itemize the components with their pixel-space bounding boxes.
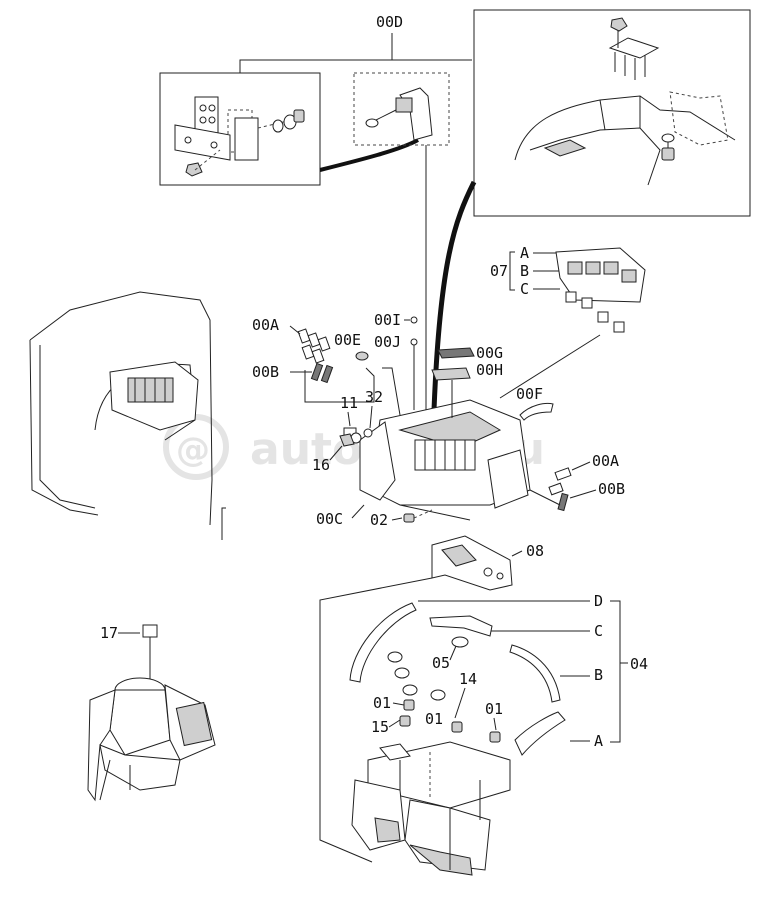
label-00E: 00E bbox=[334, 331, 361, 349]
label-01-b: 01 bbox=[425, 710, 443, 728]
label-07A: A bbox=[520, 244, 529, 262]
trim-pieces-04 bbox=[349, 602, 566, 756]
label-02: 02 bbox=[370, 511, 388, 529]
main-console-assembly bbox=[359, 399, 531, 521]
label-01-c: 01 bbox=[485, 700, 503, 718]
label-07B: B bbox=[520, 262, 529, 280]
detail-box-bracket-bolts bbox=[159, 72, 321, 186]
clip-parts-00A-00B-right bbox=[548, 467, 572, 512]
label-00J: 00J bbox=[374, 333, 401, 351]
duct-assembly-17 bbox=[87, 624, 216, 802]
detail-box-00D bbox=[353, 72, 450, 146]
label-04A: A bbox=[594, 732, 603, 750]
label-08: 08 bbox=[526, 542, 544, 560]
label-00H: 00H bbox=[476, 361, 503, 379]
label-17: 17 bbox=[100, 624, 118, 642]
label-04C: C bbox=[594, 622, 603, 640]
lower-frame bbox=[351, 741, 511, 876]
label-00C: 00C bbox=[316, 510, 343, 528]
label-04B: B bbox=[594, 666, 603, 684]
pad-00G-00H bbox=[431, 347, 475, 381]
clip-parts-00A-00B-left bbox=[297, 328, 334, 384]
fasteners-11-32-16 bbox=[339, 405, 373, 447]
detail-box-cab-floor bbox=[473, 9, 751, 217]
label-16: 16 bbox=[312, 456, 330, 474]
label-00F: 00F bbox=[516, 385, 543, 403]
label-32: 32 bbox=[365, 388, 383, 406]
label-01-a: 01 bbox=[373, 694, 391, 712]
label-00B-left: 00B bbox=[252, 363, 279, 381]
label-04D: D bbox=[594, 592, 603, 610]
label-04: 04 bbox=[630, 655, 648, 673]
label-11: 11 bbox=[340, 394, 358, 412]
switch-panel-07 bbox=[555, 247, 646, 333]
label-15: 15 bbox=[371, 718, 389, 736]
label-00A-right: 00A bbox=[592, 452, 619, 470]
base-plate-08 bbox=[431, 535, 513, 591]
svg-text:@: @ bbox=[176, 430, 210, 470]
label-14: 14 bbox=[459, 670, 477, 688]
label-00G: 00G bbox=[476, 344, 503, 362]
label-05: 05 bbox=[432, 654, 450, 672]
label-07: 07 bbox=[490, 262, 508, 280]
cab-outline bbox=[29, 291, 213, 526]
label-00A-left: 00A bbox=[252, 316, 279, 334]
clamp-clips bbox=[387, 651, 446, 701]
label-00B-right: 00B bbox=[598, 480, 625, 498]
label-00D: 00D bbox=[376, 13, 403, 31]
label-00I: 00I bbox=[374, 311, 401, 329]
label-07C: C bbox=[520, 280, 529, 298]
